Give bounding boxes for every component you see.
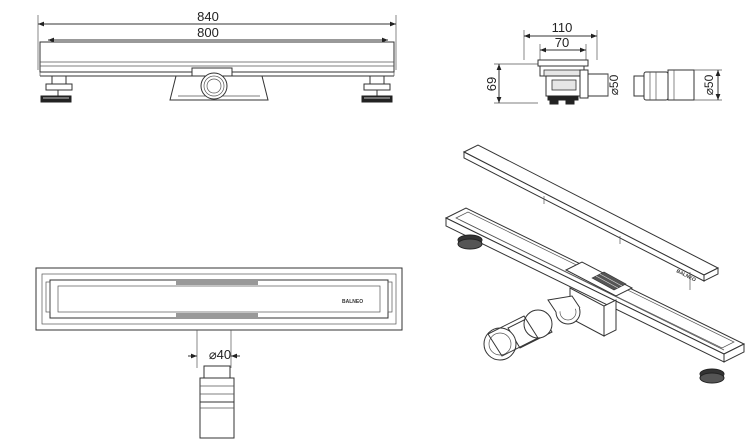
outlet-diameter-label: ⌀50 <box>607 74 621 95</box>
channel-profile <box>537 59 589 105</box>
inner-length-label: 800 <box>197 25 219 40</box>
isometric-view: BALNEO <box>444 144 746 384</box>
top-view-brand-label: BALNEO <box>342 299 363 305</box>
siphon-body <box>169 67 269 101</box>
iso-foot-left <box>457 234 483 250</box>
iso-foot-right <box>699 368 725 384</box>
outer-width-label: 110 <box>552 20 573 35</box>
overall-length-label: 840 <box>197 9 219 24</box>
outlet-pipe <box>587 73 609 97</box>
drain-channel-body <box>39 41 395 73</box>
iso-outlet-pipe-short <box>547 295 581 325</box>
pipe-adapter <box>633 69 695 101</box>
inner-width-label: 70 <box>555 35 569 50</box>
iso-grate: BALNEO <box>462 144 720 290</box>
height-label: 69 <box>484 77 499 91</box>
side-view: 110 70 69 ⌀50 <box>484 20 722 105</box>
iso-channel <box>444 207 746 363</box>
outlet-circle <box>200 72 228 100</box>
adapter-diameter-label: ⌀50 <box>702 74 716 95</box>
left-adjustable-foot <box>40 75 73 103</box>
front-view: 840 800 <box>37 9 397 103</box>
iso-outlet-pipe-long <box>483 309 553 361</box>
top-view: BALNEO ⌀40 <box>35 267 403 439</box>
vertical-outlet-pipe <box>199 365 235 439</box>
top-outlet-diameter-label: ⌀40 <box>209 347 231 362</box>
right-adjustable-foot <box>361 75 393 103</box>
